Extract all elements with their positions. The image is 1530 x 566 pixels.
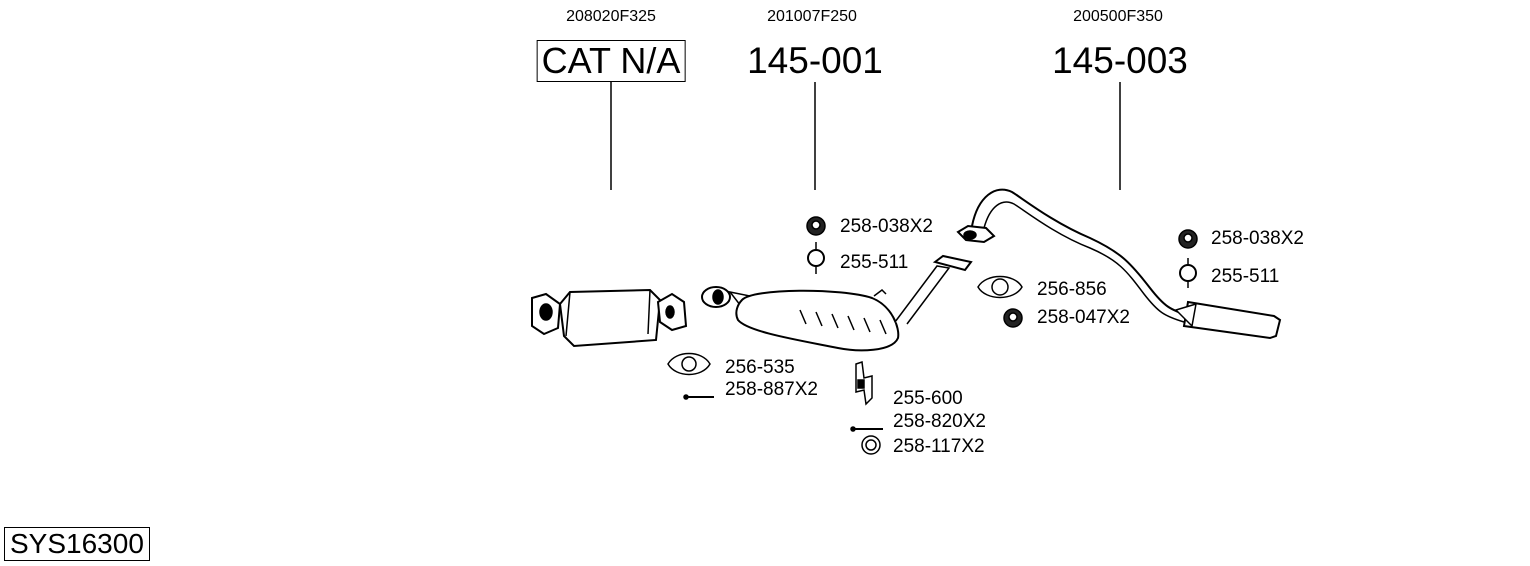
bolt-icon-1 xyxy=(683,394,714,400)
label-bolt-1[interactable]: 258-887X2 xyxy=(725,379,818,400)
part-number-cat[interactable]: CAT N/A xyxy=(536,40,686,82)
label-bracket[interactable]: 255-600 xyxy=(893,388,963,409)
nut-icon-2 xyxy=(1003,308,1023,328)
ref-number-145-001: 201007F250 xyxy=(767,8,857,25)
bracket-icon xyxy=(855,360,873,406)
system-code: SYS16300 xyxy=(4,527,150,561)
label-gasket-2[interactable]: 256-856 xyxy=(1037,279,1107,300)
part-number-145-001[interactable]: 145-001 xyxy=(747,40,883,81)
catalytic-converter-part xyxy=(531,288,688,348)
label-bolt-2[interactable]: 258-820X2 xyxy=(893,411,986,432)
ref-number-cat: 208020F325 xyxy=(566,8,656,25)
part-number-145-003[interactable]: 145-003 xyxy=(1052,40,1188,81)
rear-pipe-silencer-part xyxy=(956,188,1282,340)
bolt-icon-2 xyxy=(850,426,883,432)
label-gasket-1[interactable]: 256-535 xyxy=(725,357,795,378)
ref-number-145-003: 200500F350 xyxy=(1073,8,1163,25)
hanger-icon-1 xyxy=(807,242,825,274)
nut-icon-1 xyxy=(806,216,826,236)
hanger-icon-2 xyxy=(1179,258,1197,288)
label-nut-2[interactable]: 258-047X2 xyxy=(1037,307,1130,328)
gasket-icon-1 xyxy=(667,352,711,376)
label-hanger-1[interactable]: 255-511 xyxy=(840,252,909,273)
washer-icon xyxy=(861,435,881,455)
label-hanger-2[interactable]: 255-511 xyxy=(1211,266,1280,287)
front-muffler-part xyxy=(701,254,973,352)
label-nut-3[interactable]: 258-038X2 xyxy=(1211,228,1304,249)
label-nut-1[interactable]: 258-038X2 xyxy=(840,216,933,237)
gasket-icon-2 xyxy=(977,275,1023,299)
label-washer[interactable]: 258-117X2 xyxy=(893,436,985,457)
nut-icon-3 xyxy=(1178,229,1198,249)
